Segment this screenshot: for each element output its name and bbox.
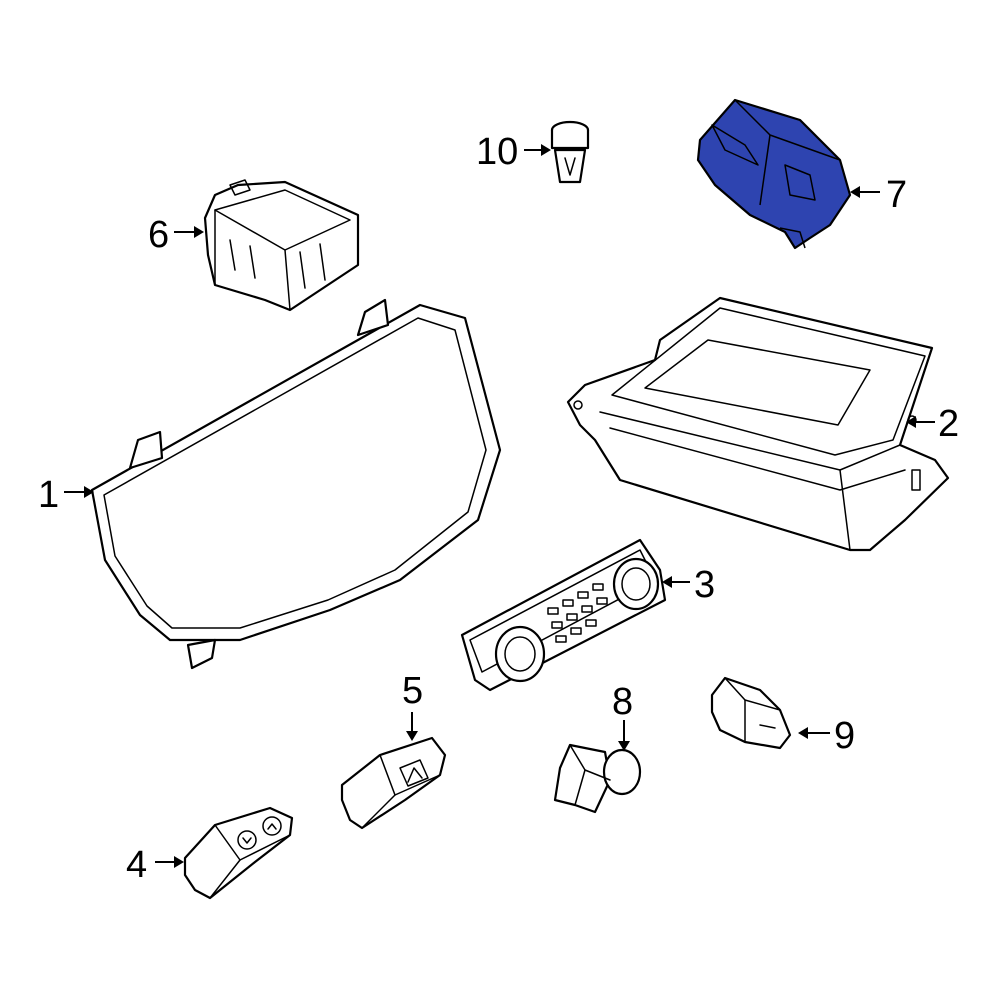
callout-10: 10 <box>476 131 518 173</box>
callout-2: 2 <box>938 403 959 445</box>
part-2-console-bin[interactable] <box>566 296 950 552</box>
callout-4: 4 <box>126 844 147 886</box>
part-4-steering-switch[interactable] <box>183 806 294 900</box>
callout-7: 7 <box>886 174 907 216</box>
part-10-push-clip[interactable] <box>550 120 590 184</box>
part-5-hazard-switch[interactable] <box>340 736 447 830</box>
callout-9: 9 <box>834 715 855 757</box>
callout-8: 8 <box>612 681 633 723</box>
part-6-control-module[interactable] <box>203 179 360 312</box>
callout-1: 1 <box>38 474 59 516</box>
part-3-climate-control-panel[interactable] <box>460 538 667 692</box>
callout-labels: 1 2 3 4 5 6 7 8 9 10 <box>38 131 959 886</box>
callout-5: 5 <box>402 670 423 712</box>
leader-arrows <box>64 144 935 868</box>
part-7-highlighted-module[interactable] <box>696 98 852 250</box>
part-8-sensor[interactable] <box>553 743 642 814</box>
callout-6: 6 <box>148 214 169 256</box>
part-9-switch[interactable] <box>710 676 792 750</box>
part-1-cluster-bezel[interactable] <box>90 298 502 670</box>
callout-3: 3 <box>694 564 715 606</box>
